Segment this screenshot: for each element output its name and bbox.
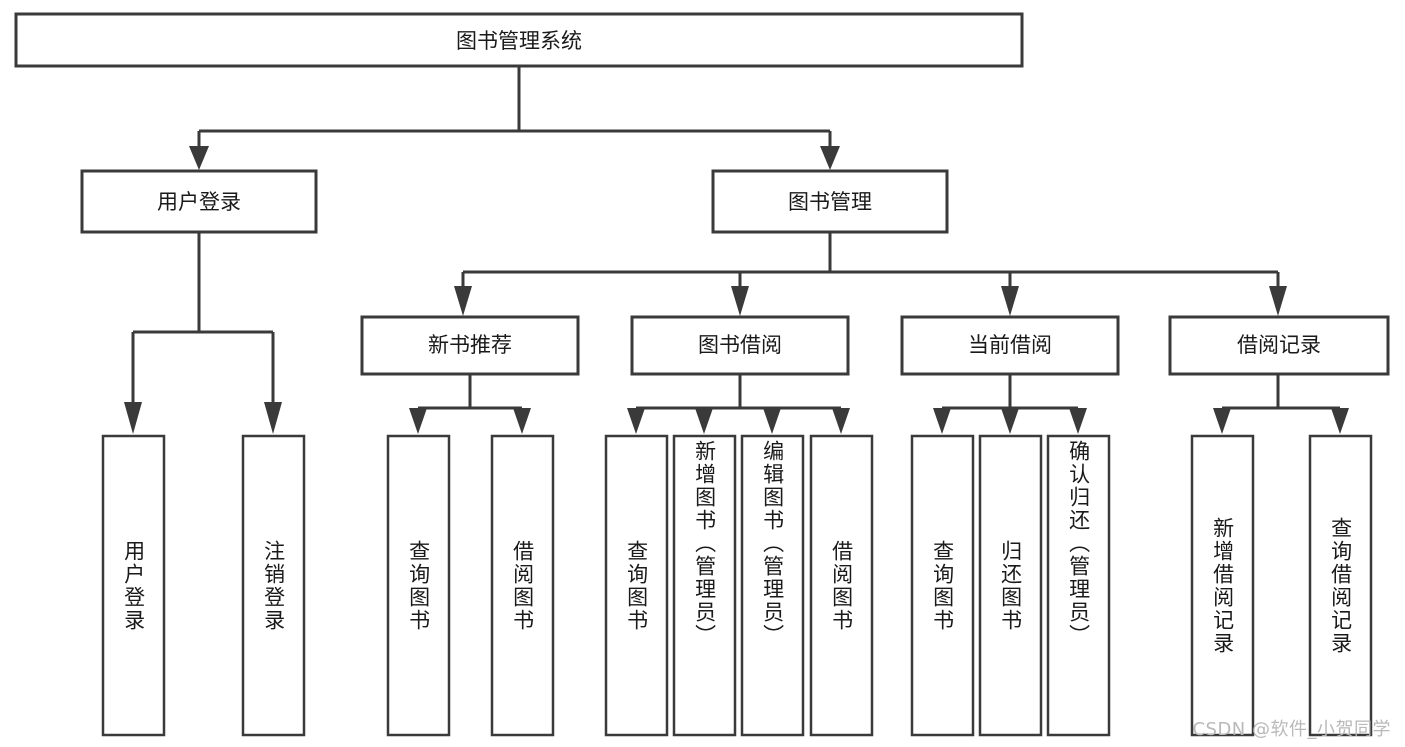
arrow-head-currentborrow-leaf-2 [1001, 408, 1019, 434]
arrow-head-root-to-bookmgmt [820, 146, 840, 170]
arrow-head-currentborrow-leaf-1 [933, 408, 951, 434]
arrow-head-newbook-leaf-1 [409, 408, 427, 434]
node-new-book-recommend-box[interactable] [360, 315, 580, 376]
node-layer: 图书管理系统 用户登录 图书管理 新书推荐 图书借阅 当前借阅 借阅记录 [14, 12, 1390, 737]
node-user-login-label: 用户登录 [157, 190, 241, 214]
node-current-borrow-label: 当前借阅 [968, 333, 1052, 357]
leaf-box-user-login-1[interactable] [101, 434, 166, 737]
leaf-box-borrow-records-2[interactable] [1308, 434, 1373, 737]
arrow-head-bookborrow-leaf-4 [832, 408, 850, 434]
arrow-head-to-current-borrow [1001, 286, 1019, 316]
watermark: CSDN @软件_小贺同学 [1192, 719, 1391, 740]
node-book-management-label: 图书管理 [788, 190, 872, 214]
connector-layer [124, 66, 1349, 434]
node-new-book-recommend-label: 新书推荐 [428, 333, 512, 357]
node-borrow-records-box[interactable] [1168, 315, 1390, 376]
arrow-head-currentborrow-leaf-3 [1069, 408, 1087, 434]
arrow-head-newbook-leaf-2 [513, 408, 531, 434]
leaf-box-current-borrow-3[interactable] [1046, 434, 1111, 737]
leaf-box-user-login-2[interactable] [241, 434, 306, 737]
arrow-head-bookborrow-leaf-2 [695, 408, 713, 434]
node-book-management-box[interactable] [711, 169, 949, 234]
leaf-box-current-borrow-1[interactable] [910, 434, 975, 737]
leaf-box-book-borrow-2[interactable] [672, 434, 737, 737]
node-borrow-records-label: 借阅记录 [1237, 333, 1321, 357]
node-root-label: 图书管理系统 [456, 29, 582, 53]
arrow-head-bookborrow-leaf-1 [627, 408, 645, 434]
arrow-head-borrowrecords-leaf-2 [1331, 408, 1349, 434]
arrow-head-bookborrow-leaf-3 [763, 408, 781, 434]
arrow-head-to-borrow-records [1269, 286, 1287, 316]
leaf-box-book-borrow-4[interactable] [809, 434, 874, 737]
leaf-box-borrow-records-1[interactable] [1190, 434, 1255, 737]
node-current-borrow-box[interactable] [900, 315, 1120, 376]
node-book-borrow-box[interactable] [630, 315, 850, 376]
leaf-box-new-book-1[interactable] [386, 434, 451, 737]
arrow-head-to-book-borrow [731, 286, 749, 316]
leaf-box-book-borrow-1[interactable] [604, 434, 669, 737]
arrow-head-root-to-login [189, 146, 209, 170]
node-book-borrow-label: 图书借阅 [698, 333, 782, 357]
arrow-head-borrowrecords-leaf-1 [1213, 408, 1231, 434]
arrow-head-to-new-book [454, 286, 472, 316]
node-user-login-box[interactable] [80, 169, 318, 234]
arrow-head-login-leaf-1 [124, 402, 142, 434]
leaf-box-current-borrow-2[interactable] [978, 434, 1043, 737]
node-root-box[interactable] [14, 12, 1024, 68]
leaf-box-new-book-2[interactable] [490, 434, 555, 737]
leaf-box-book-borrow-3[interactable] [740, 434, 805, 737]
arrow-head-login-leaf-2 [264, 402, 282, 434]
